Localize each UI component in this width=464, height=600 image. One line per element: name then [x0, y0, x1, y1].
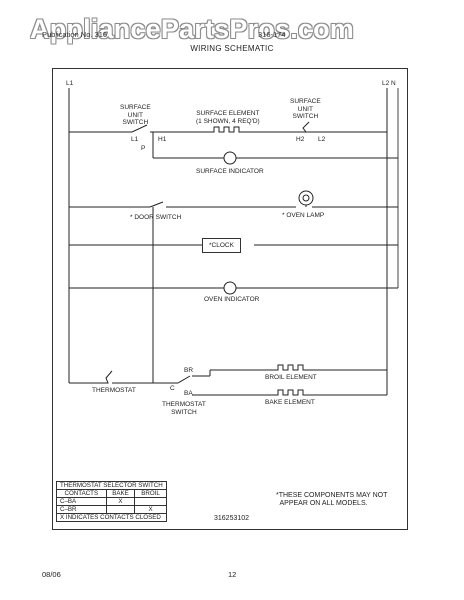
h1-terminal-label: H1: [158, 136, 167, 143]
br-contact-label: BR: [184, 367, 194, 374]
optional-components-note: *THESE COMPONENTS MAY NOT APPEAR ON ALL …: [276, 492, 388, 507]
oven-indicator-label: OVEN INDICATOR: [204, 296, 260, 303]
broil-element-symbol: [275, 364, 306, 371]
bake-element-symbol: [275, 389, 306, 396]
surface-element-symbol: [212, 126, 241, 133]
ba-contact-label: BA: [184, 390, 193, 397]
selector-table-title: THERMOSTAT SELECTOR SWITCH: [56, 481, 167, 490]
surface-indicator-label: SURFACE INDICATOR: [196, 168, 264, 175]
header-publication: Publication No. 316: [42, 30, 108, 39]
thermostat-switch-label: THERMOSTAT SWITCH: [162, 401, 206, 416]
l2n-label: L2 N: [382, 80, 396, 87]
page-number: 12: [228, 570, 237, 579]
thermostat-label: THERMOSTAT: [92, 387, 136, 394]
page-title: WIRING SCHEMATIC: [190, 44, 274, 53]
selector-col-bake: BAKE: [105, 489, 136, 498]
table-cell: X: [134, 505, 167, 514]
table-row: C–BA X: [56, 497, 167, 506]
table-cell: [105, 505, 136, 514]
h2-terminal-label: H2: [296, 136, 305, 143]
table-cell: C–BA: [56, 497, 107, 506]
surface-switch-left-label: SURFACE UNIT SWITCH: [120, 104, 151, 126]
selector-table-footnote: X INDICATES CONTACTS CLOSED: [56, 513, 167, 522]
l1-terminal-label: L1: [131, 136, 139, 143]
broil-element-label: BROIL ELEMENT: [265, 374, 317, 381]
schematic-frame: [52, 68, 408, 530]
p-terminal-label: P: [141, 145, 146, 152]
watermark: AppliancePartsPros.com: [30, 14, 355, 44]
header-model: 316-174: [258, 30, 286, 39]
table-cell: [134, 497, 167, 506]
selector-col-contacts: CONTACTS: [56, 489, 107, 498]
bake-element-label: BAKE ELEMENT: [265, 399, 315, 406]
thermostat-selector-table: THERMOSTAT SELECTOR SWITCH CONTACTS BAKE…: [56, 481, 167, 522]
table-cell: C–BR: [56, 505, 107, 514]
c-contact-label: C: [170, 385, 175, 392]
table-cell: X: [105, 497, 136, 506]
surface-switch-right-label: SURFACE UNIT SWITCH: [290, 98, 321, 120]
l2-terminal-label: L2: [318, 136, 326, 143]
part-number: 316253102: [214, 515, 250, 522]
selector-col-broil: BROIL: [134, 489, 167, 498]
surface-element-label: SURFACE ELEMENT (1 SHOWN, 4 REQ'D): [196, 110, 260, 125]
oven-lamp-label: * OVEN LAMP: [282, 212, 325, 219]
clock-label: *CLOCK: [202, 238, 241, 253]
l1-label: L1: [66, 80, 74, 87]
footer-date: 08/06: [42, 570, 61, 579]
door-switch-label: * DOOR SWITCH: [130, 214, 182, 221]
table-row: C–BR X: [56, 505, 167, 514]
